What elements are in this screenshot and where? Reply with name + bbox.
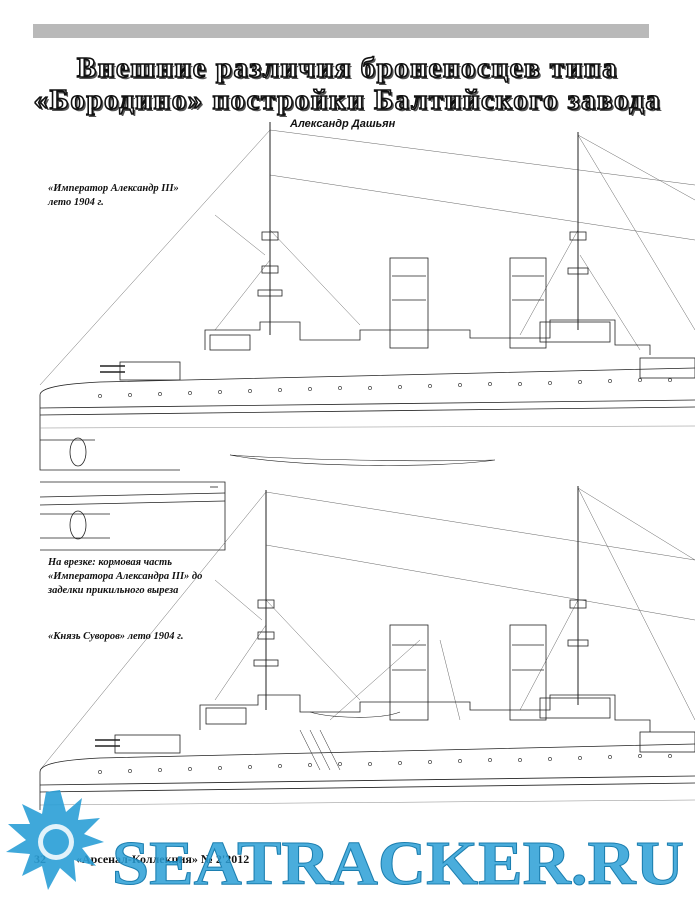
caption-inset-line-1: На врезке: кормовая часть [48, 557, 173, 568]
caption-ship-1: «Император Александр III» лето 1904 г. [48, 182, 179, 210]
caption-inset: На врезке: кормовая часть «Императора Ал… [48, 556, 202, 598]
page-title: Внешние различия броненосцев типа «Бород… [0, 51, 695, 117]
page-number: 32 [34, 852, 46, 866]
inset-drawing [39, 481, 226, 551]
title-line-2: «Бородино» постройки Балтийского завода [33, 83, 662, 117]
caption-inset-line-2: «Императора Александра III» до [48, 571, 203, 582]
ship-2-drawing [39, 486, 695, 810]
caption-inset-line-3: заделки прикильного выреза [48, 585, 179, 596]
title-line-1: Внешние различия броненосцев типа [76, 51, 619, 85]
caption-ship-1-line-2: лето 1904 г. [48, 197, 104, 208]
journal-name: «Арсенал-Коллекция» № 2'2012 [76, 852, 250, 866]
header-bar [33, 24, 649, 38]
ship-1-drawing [39, 122, 695, 471]
author-name: Александр Дашьян [290, 118, 396, 130]
caption-ship-1-line-1: «Император Александр III» [48, 183, 179, 194]
caption-ship-2: «Князь Суворов» лето 1904 г. [48, 631, 184, 642]
